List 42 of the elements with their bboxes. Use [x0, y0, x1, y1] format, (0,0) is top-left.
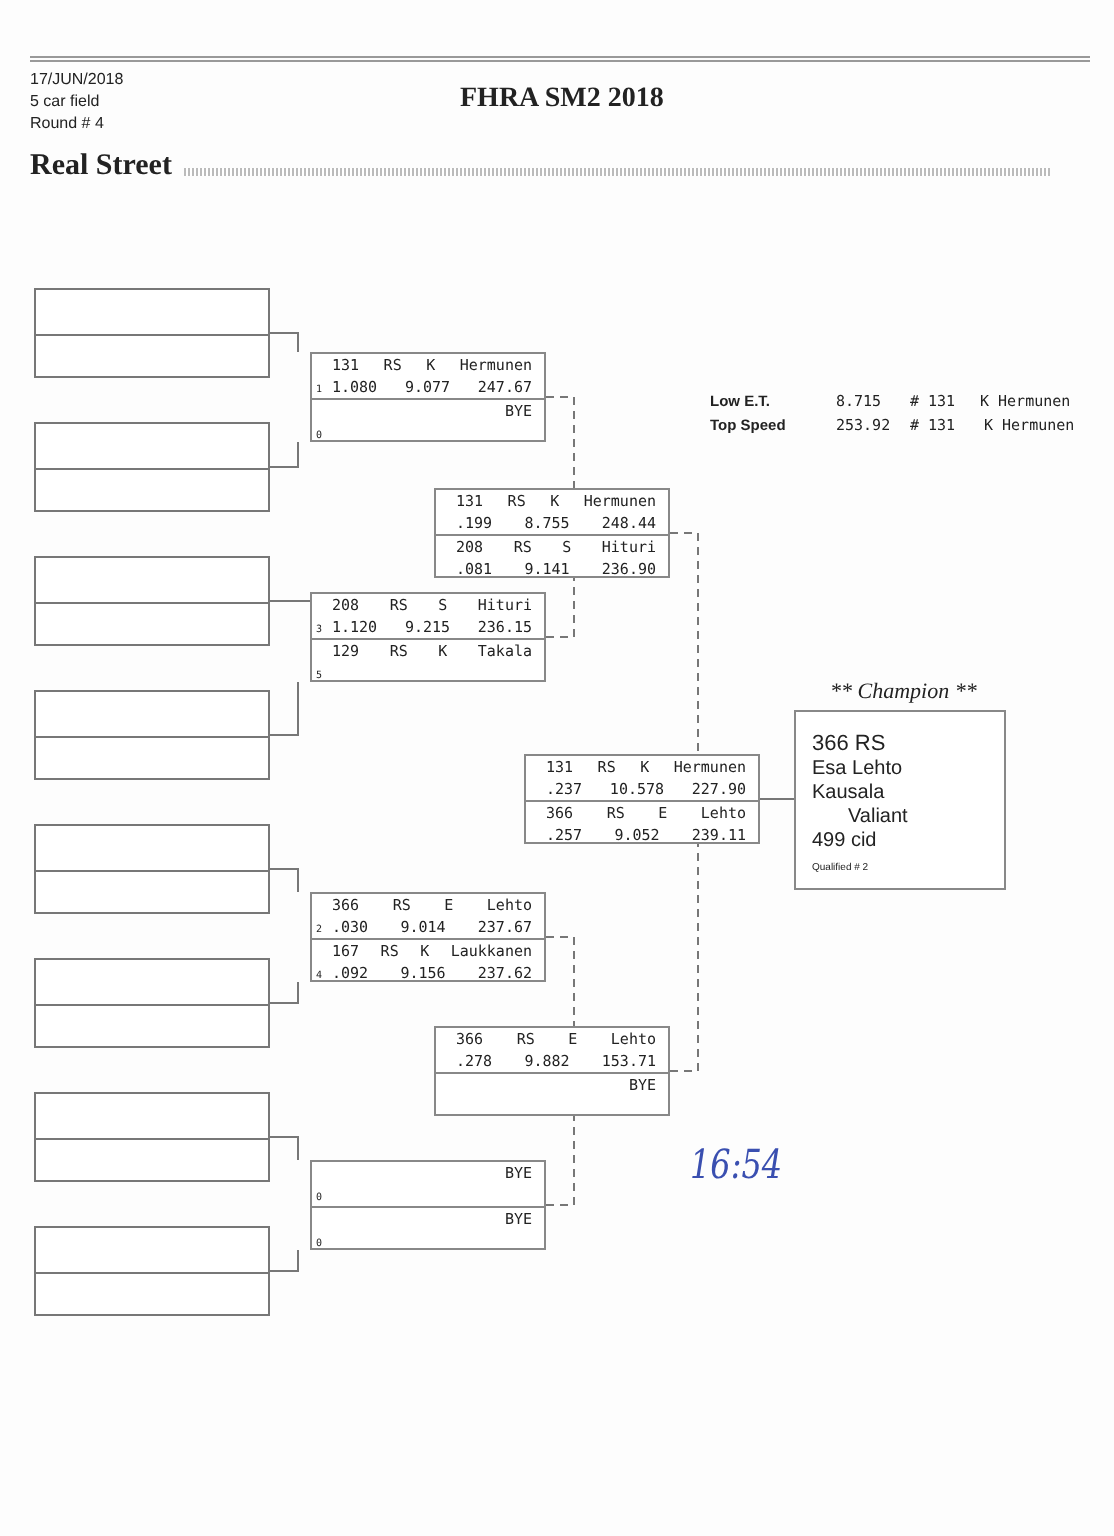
bracket-line	[545, 577, 575, 638]
bracket-line	[545, 936, 575, 1027]
field-size-text: 5 car field	[30, 92, 100, 110]
champion-town: Kausala	[812, 782, 885, 806]
bracket-line	[269, 600, 311, 602]
match-box	[524, 754, 760, 844]
bracket-slot-box	[34, 1092, 270, 1182]
bracket-line	[545, 396, 575, 489]
bracket-slot-box	[34, 1226, 270, 1316]
champion-heading: ** Champion **	[830, 680, 977, 704]
bracket-slot-box	[34, 958, 270, 1048]
class-heading: Real Street	[30, 150, 172, 184]
bracket-line	[269, 981, 299, 1004]
champion-car-number: 366 RS	[812, 732, 886, 758]
match-box	[434, 1026, 670, 1116]
bracket-line	[269, 868, 299, 893]
round-text: Round # 4	[30, 114, 104, 132]
bracket-line	[269, 332, 299, 353]
bracket-line	[545, 1115, 575, 1206]
page-title: FHRA SM2 2018	[460, 84, 664, 116]
bracket-slot-box	[34, 824, 270, 914]
match-box	[310, 892, 546, 982]
bracket-line	[269, 1136, 299, 1161]
bracket-slot-box	[34, 556, 270, 646]
handwritten-time: 16:54	[690, 1140, 783, 1188]
match-box	[434, 488, 670, 578]
match-box	[310, 352, 546, 442]
bracket-line	[759, 798, 795, 800]
bracket-line	[269, 1249, 299, 1272]
champion-car-model: Valiant	[848, 806, 908, 830]
bracket-line	[269, 441, 299, 468]
bracket-slot-box	[34, 422, 270, 512]
bracket-slot-box	[34, 690, 270, 780]
champion-engine: 499 cid	[812, 830, 877, 854]
champion-driver: Esa Lehto	[812, 758, 903, 782]
bracket-slot-box	[34, 288, 270, 378]
bracket-line	[669, 532, 699, 755]
bracket-line	[269, 681, 299, 736]
bracket-line	[669, 843, 699, 1072]
match-box	[310, 592, 546, 682]
date-text: 17/JUN/2018	[30, 70, 124, 88]
match-box	[310, 1160, 546, 1250]
